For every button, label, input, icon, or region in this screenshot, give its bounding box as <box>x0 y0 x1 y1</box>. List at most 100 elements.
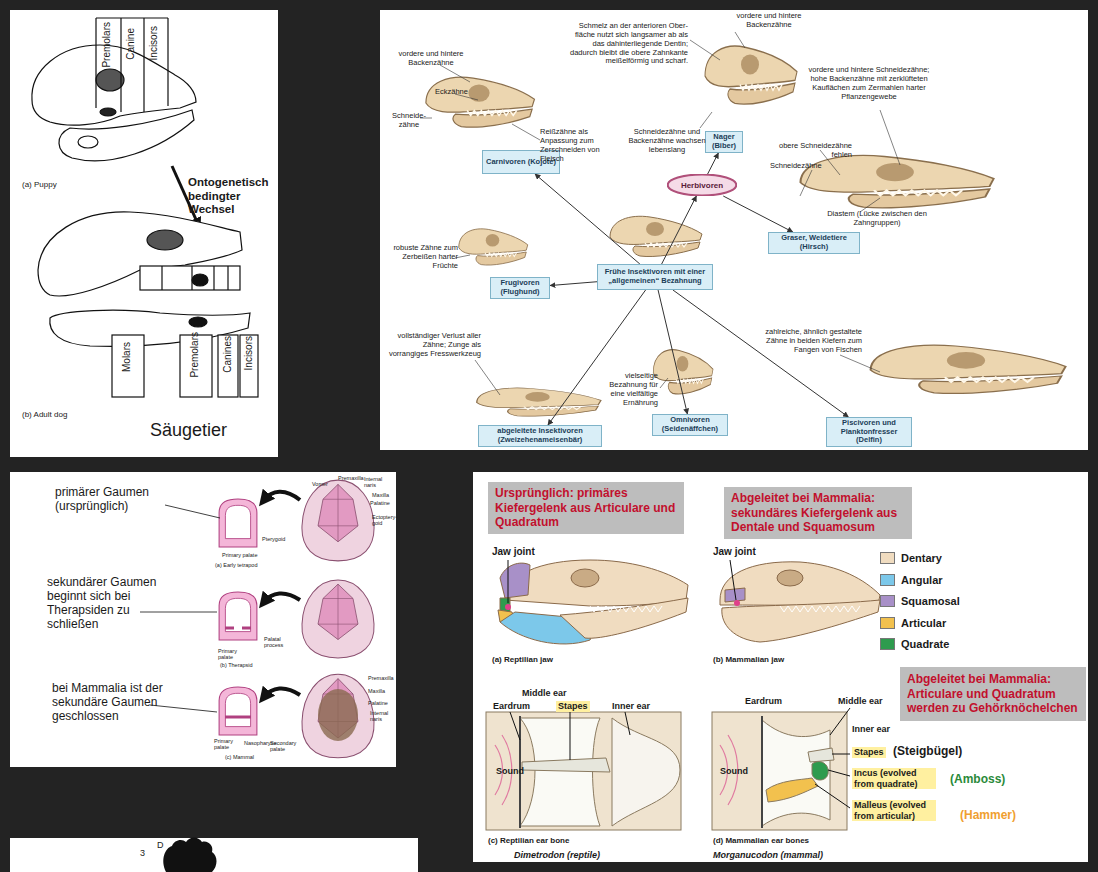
annotation-label: Jaw joint <box>492 546 535 558</box>
annotation-label: Schmelz an der anterioren Ober- fläche n… <box>570 22 688 66</box>
annotation-label: Vomer <box>312 481 328 487</box>
legend-swatch <box>880 595 895 607</box>
annotation-label: (b) Adult dog <box>22 410 67 419</box>
puppy-skull <box>32 18 196 161</box>
diet-arrow <box>550 282 597 286</box>
reptile-ear-part <box>570 712 571 760</box>
annotation-label: (a) Early tetrapod <box>215 562 258 568</box>
diet-skulls-part <box>705 46 797 104</box>
diet-box: Omnivoren (Seidenäffchen) <box>652 414 728 436</box>
annotation-label: zahlreiche, ähnlich gestaltete Zähne in … <box>762 328 862 355</box>
reptile-ear-part <box>612 718 680 826</box>
diet-skulls-part <box>871 345 1066 393</box>
partial-blob <box>163 838 216 872</box>
tooth-label: Molars <box>121 342 133 372</box>
diet-box: Frugivoren (Flughund) <box>490 277 550 299</box>
mammal-ear-part <box>712 712 847 830</box>
annotation-label: obere Schneidezähne fehlen <box>770 142 852 160</box>
annotation-label: Ontogenetisch bedingter Wechsel <box>188 176 278 217</box>
reptile-ear <box>486 712 681 830</box>
annotation-label: Schneidezähne <box>770 162 822 171</box>
legend-row: Dentary <box>880 552 942 564</box>
annotation-label: Diastem (Lücke zwischen den Zahngruppen) <box>822 210 932 228</box>
annotation-label: Premaxilla <box>338 475 364 481</box>
mammal-jaw-part <box>730 560 736 600</box>
annotation-label: 3 <box>140 848 145 859</box>
annotation-label: Ectoptery- goid <box>372 514 396 527</box>
annotation-label: Middle ear <box>838 696 883 707</box>
palate-skulls-part <box>318 689 358 741</box>
origin-box: Frühe Insektivoren mit einer „allgemeine… <box>597 264 713 290</box>
mammal-jaw-part <box>734 600 740 606</box>
reptile-jaw-part <box>560 598 688 638</box>
adult-dog-skull <box>38 212 258 397</box>
palate-arches-part <box>225 627 251 630</box>
diet-skulls-part <box>477 388 601 416</box>
diet-skulls-part <box>653 350 713 394</box>
reptile-jaw-part <box>505 604 511 610</box>
legend-row: Quadrate <box>880 638 949 650</box>
node-text: Frühe Insektivoren mit einer „allgemeine… <box>601 268 709 285</box>
annotation-label: robuste Zähne zum Zerbeißen harter Früch… <box>386 244 458 271</box>
diet-arrow <box>662 196 697 264</box>
mammal-ear-part <box>828 770 850 776</box>
puppy-skull-part <box>96 69 124 91</box>
annotation-label: Palatine <box>368 700 388 706</box>
annotation-label: Primary palate <box>218 648 248 661</box>
annotation-label: Incus (evolved from quadrate) <box>852 768 936 789</box>
puppy-skull-part <box>78 136 98 148</box>
palate-arrows-part <box>264 688 300 697</box>
annotation-label: (d) Mammalian ear bones <box>713 836 809 845</box>
diet-arrow <box>708 153 719 174</box>
annotation-label: Maxilla <box>372 492 389 498</box>
diet-skulls <box>426 46 1066 416</box>
annotation-label: (a) Reptilian jaw <box>492 655 553 664</box>
node-text: Piscivoren und Planktonfresser (Delfin) <box>830 419 908 445</box>
adult-dog-skull-part <box>140 266 240 290</box>
legend-text: Angular <box>901 574 943 586</box>
mammal-ear-part <box>830 708 850 735</box>
palate-arrows-part <box>264 593 300 602</box>
diet-skulls-part <box>426 77 535 127</box>
legend-row: Squamosal <box>880 595 960 607</box>
reptile-jaw-part <box>571 569 599 587</box>
palate-arches-part <box>219 499 257 547</box>
mammal-jaw-part <box>720 562 880 606</box>
puppy-skull-part <box>59 110 194 161</box>
annotation-label: Eardrum <box>745 696 782 707</box>
palate-skulls-part <box>302 580 374 658</box>
annotation-label: vordere und hintere Schneidezähne; hohe … <box>800 66 938 101</box>
reptile-jaw-part <box>500 563 530 598</box>
palate-arches-part <box>225 716 251 719</box>
annotation-label: Dimetrodon (reptile) <box>514 850 600 861</box>
palate-leader-lines-part <box>150 705 217 712</box>
annotation-label: Eardrum <box>493 701 530 712</box>
heading-box: Abgeleitet bei Mammalia: Articulare und … <box>900 667 1086 721</box>
tooth-label: Incisors <box>148 26 160 60</box>
legend-swatch <box>880 552 895 564</box>
annotation-label: Schneidezähne und Backenzähne wachsen le… <box>628 128 706 155</box>
reptile-jaw-part <box>590 606 662 612</box>
mammal-ear-part <box>761 716 763 828</box>
annotation-label: (a) Puppy <box>22 180 57 189</box>
palate-arches <box>219 499 257 735</box>
mammal-ear-part <box>762 720 830 826</box>
annotation-label: Malleus (evolved from articular) <box>852 800 936 821</box>
annotation-label: Primary palate <box>222 552 257 558</box>
annotation-label: (b) Mammalian jaw <box>713 655 784 664</box>
legend-row: Articular <box>880 617 946 629</box>
annotation-label: vielseitige Bezahnung für eine vielfälti… <box>600 372 658 407</box>
adult-dog-skull-part <box>218 335 238 397</box>
annotation-label: Middle ear <box>522 688 567 699</box>
mammal-jaw-part <box>777 570 803 586</box>
diet-leader-lines-part <box>420 65 540 140</box>
annotation-label: Primary palate <box>214 738 242 751</box>
adult-dog-skull-part <box>240 335 258 397</box>
node-text: Abgeleitet bei Mammalia: Articulare und … <box>907 672 1079 715</box>
legend-swatch <box>880 617 895 629</box>
reptile-ear-part <box>486 712 681 830</box>
diet-box: Nager (Biber) <box>705 131 743 153</box>
annotation-label: Jaw joint <box>713 546 756 558</box>
annotation-label: vordere und hintere Backenzähne <box>392 50 470 68</box>
diet-arrow <box>535 174 640 264</box>
